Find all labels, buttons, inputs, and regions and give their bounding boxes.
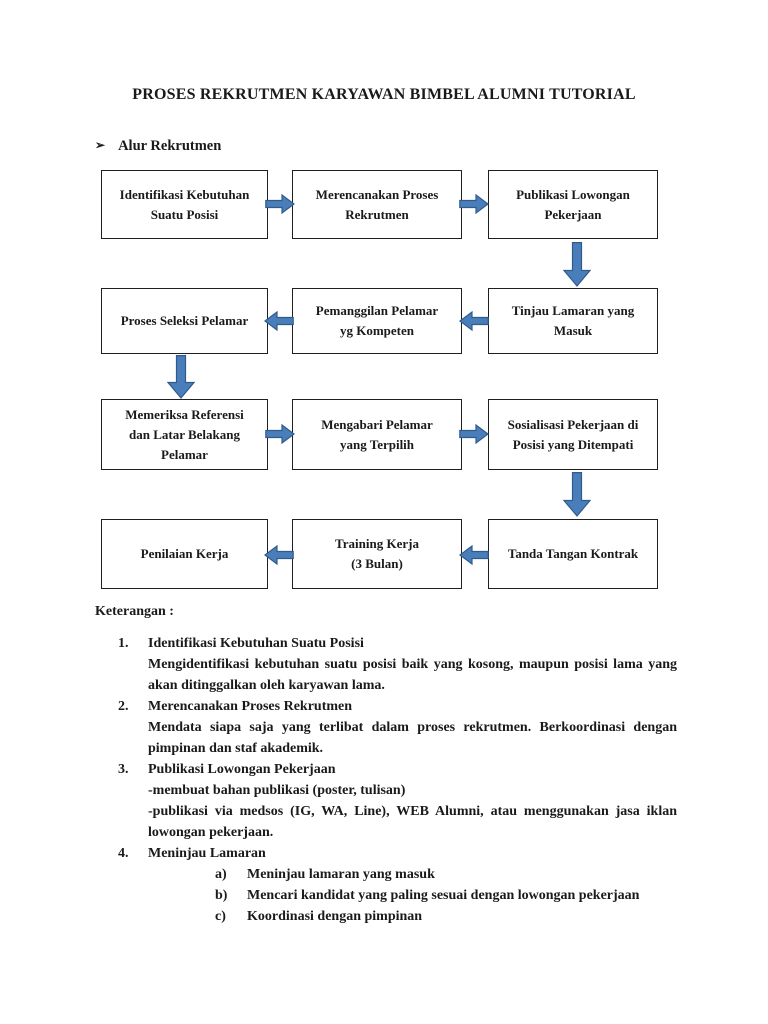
- item-title: Publikasi Lowongan Pekerjaan: [148, 762, 336, 777]
- item-body: Mendata siapa saja yang terlibat dalam p…: [148, 720, 677, 756]
- list-item-3: 3. Publikasi Lowongan Pekerjaan -membuat…: [95, 759, 677, 843]
- flow-arrow-left-4-icon: [264, 545, 294, 565]
- sub-list-item-c: c) Koordinasi dengan pimpinan: [215, 906, 677, 927]
- section-heading-label: Alur Rekrutmen: [118, 138, 222, 154]
- sub-list-item-a: a) Meninjau lamaran yang masuk: [215, 864, 677, 885]
- flow-arrow-down-2-icon: [167, 355, 195, 399]
- flow-box-merencanakan-proses: Merencanakan Proses Rekrutmen: [292, 170, 462, 239]
- sub-item-letter: c): [215, 909, 226, 924]
- flow-arrow-down-1-icon: [563, 242, 591, 287]
- flow-arrow-right-3-icon: [265, 424, 295, 444]
- item-number: 2.: [118, 699, 129, 714]
- flow-box-training-kerja: Training Kerja (3 Bulan): [292, 519, 462, 589]
- flow-box-mengabari-pelamar: Mengabari Pelamar yang Terpilih: [292, 399, 462, 470]
- flow-box-tinjau-lamaran: Tinjau Lamaran yang Masuk: [488, 288, 658, 354]
- flow-box-tanda-tangan-kontrak: Tanda Tangan Kontrak: [488, 519, 658, 589]
- item-title: Merencanakan Proses Rekrutmen: [148, 699, 353, 714]
- sub-item-text: Meninjau lamaran yang masuk: [247, 867, 435, 882]
- page-title: PROSES REKRUTMEN KARYAWAN BIMBEL ALUMNI …: [132, 86, 636, 103]
- sub-item-letter: a): [215, 867, 227, 882]
- flow-arrow-left-1-icon: [459, 311, 489, 331]
- flow-arrow-right-4-icon: [459, 424, 489, 444]
- sub-list-item-b: b) Mencari kandidat yang paling sesuai d…: [215, 885, 677, 906]
- flow-box-publikasi-lowongan: Publikasi Lowongan Pekerjaan: [488, 170, 658, 239]
- item-body-line: -membuat bahan publikasi (poster, tulisa…: [148, 783, 406, 798]
- flow-box-penilaian-kerja: Penilaian Kerja: [101, 519, 268, 589]
- list-item-2: 2. Merencanakan Proses Rekrutmen Mendata…: [95, 696, 677, 759]
- flow-box-identifikasi-kebutuhan: Identifikasi Kebutuhan Suatu Posisi: [101, 170, 268, 239]
- list-item-4: 4. Meninjau Lamaran a) Meninjau lamaran …: [95, 843, 677, 927]
- item-body: Mengidentifikasi kebutuhan suatu posisi …: [148, 657, 677, 693]
- flow-box-proses-seleksi: Proses Seleksi Pelamar: [101, 288, 268, 354]
- sub-item-letter: b): [215, 888, 228, 903]
- item-body-line: -publikasi via medsos (IG, WA, Line), WE…: [148, 804, 677, 840]
- sub-item-text: Koordinasi dengan pimpinan: [247, 909, 423, 924]
- flow-box-memeriksa-referensi: Memeriksa Referensi dan Latar Belakang P…: [101, 399, 268, 470]
- sub-item-text: Mencari kandidat yang paling sesuai deng…: [247, 888, 640, 903]
- flow-arrow-left-2-icon: [264, 311, 294, 331]
- keterangan-section: Keterangan : 1. Identifikasi Kebutuhan S…: [95, 601, 677, 927]
- item-number: 1.: [118, 636, 129, 651]
- keterangan-heading: Keterangan :: [95, 604, 174, 619]
- arrowhead-bullet-icon: ➢: [95, 138, 106, 152]
- flow-arrow-left-3-icon: [459, 545, 489, 565]
- flow-arrow-right-1-icon: [265, 194, 295, 214]
- item-number: 4.: [118, 846, 129, 861]
- item-number: 3.: [118, 762, 129, 777]
- flow-box-sosialisasi-pekerjaan: Sosialisasi Pekerjaan di Posisi yang Dit…: [488, 399, 658, 470]
- list-item-1: 1. Identifikasi Kebutuhan Suatu Posisi M…: [95, 633, 677, 696]
- flow-box-pemanggilan-pelamar: Pemanggilan Pelamar yg Kompeten: [292, 288, 462, 354]
- section-heading-alur-rekrutmen: ➢ Alur Rekrutmen: [95, 138, 221, 155]
- flow-arrow-down-3-icon: [563, 472, 591, 517]
- item-title: Identifikasi Kebutuhan Suatu Posisi: [148, 636, 364, 651]
- flow-arrow-right-2-icon: [459, 194, 489, 214]
- item-title: Meninjau Lamaran: [148, 846, 266, 861]
